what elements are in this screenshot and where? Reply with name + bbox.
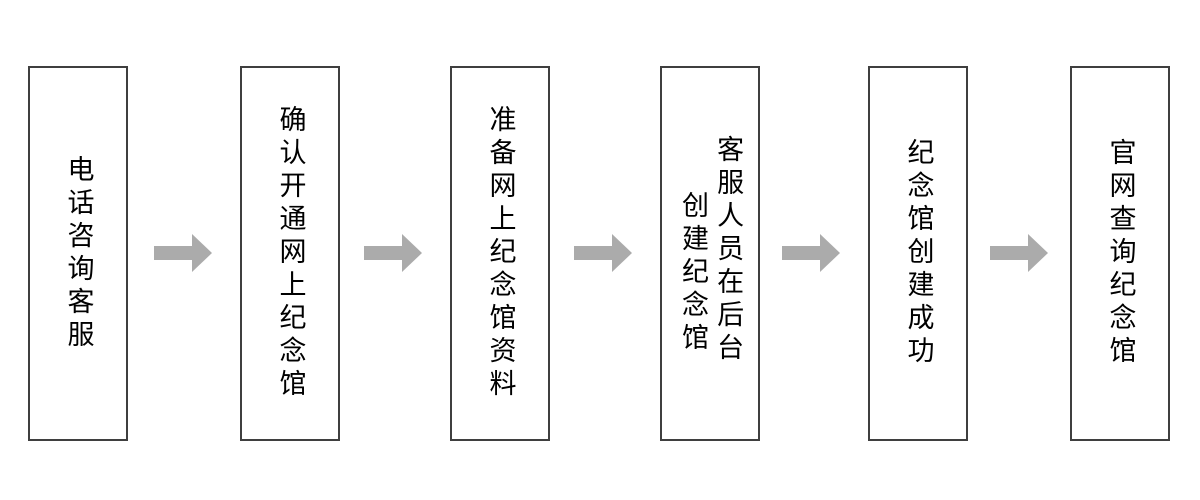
flow-step-5[interactable]: 纪念馆创建成功 (868, 66, 968, 441)
flow-step-6-label: 官网查询纪念馆 (1104, 138, 1136, 369)
flow-arrow-5 (990, 232, 1048, 274)
flow-step-4[interactable]: 客服人员在后台 创建纪念馆 (660, 66, 760, 441)
right-arrow-icon (990, 234, 1048, 272)
flow-step-2[interactable]: 确认开通网上纪念馆 (240, 66, 340, 441)
flow-step-2-label: 确认开通网上纪念馆 (274, 105, 306, 402)
flow-step-1-label: 电话咨询客服 (62, 154, 94, 353)
right-arrow-icon (574, 234, 632, 272)
right-arrow-icon (782, 234, 840, 272)
right-arrow-icon (364, 234, 422, 272)
flow-step-3[interactable]: 准备网上纪念馆资料 (450, 66, 550, 441)
flow-step-6[interactable]: 官网查询纪念馆 (1070, 66, 1170, 441)
flow-arrow-1 (154, 232, 212, 274)
flow-arrow-2 (364, 232, 422, 274)
flow-step-3-label: 准备网上纪念馆资料 (484, 105, 516, 402)
flow-step-1[interactable]: 电话咨询客服 (28, 66, 128, 441)
flow-step-5-label: 纪念馆创建成功 (902, 138, 934, 369)
flow-arrow-4 (782, 232, 840, 274)
right-arrow-icon (154, 234, 212, 272)
flow-arrow-3 (574, 232, 632, 274)
flow-step-4-label-column-1: 客服人员在后台 (712, 135, 744, 366)
flow-step-4-label-column-2: 创建纪念馆 (677, 191, 708, 356)
